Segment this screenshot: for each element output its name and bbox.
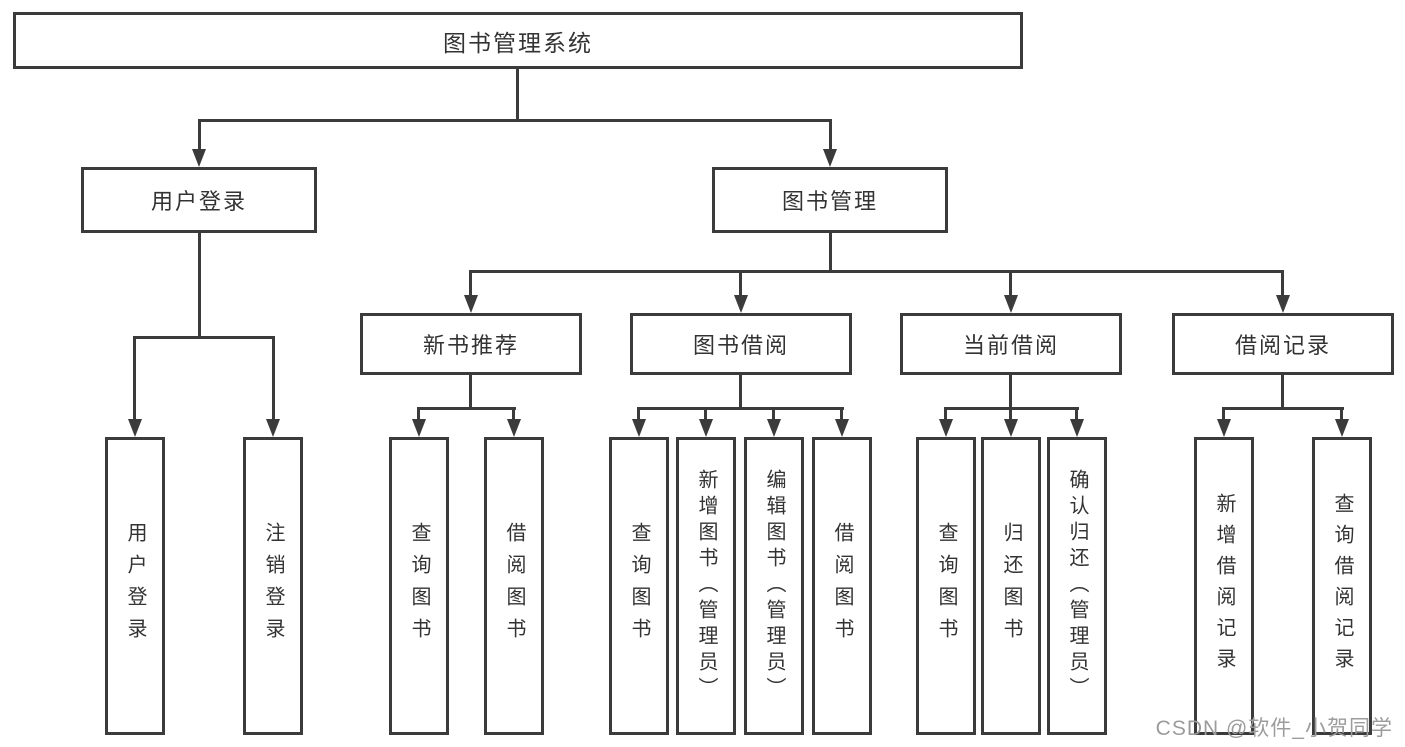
- arrowhead: [1335, 419, 1349, 437]
- connector-line: [1009, 374, 1012, 409]
- connector-line: [704, 407, 707, 422]
- connector-line: [133, 336, 136, 422]
- arrowhead: [1070, 419, 1084, 437]
- leaf-bb-borrow-books: 借阅图书: [812, 437, 872, 735]
- connector-line: [1009, 270, 1012, 298]
- node-current-borrowing: 当前借阅: [900, 313, 1122, 375]
- arrowhead: [699, 419, 713, 437]
- connector-line: [418, 407, 516, 410]
- arrowhead: [128, 419, 142, 437]
- leaf-logout: 注销登录: [243, 437, 303, 735]
- connector-line: [1281, 270, 1284, 298]
- node-label: 用户登录: [150, 189, 247, 214]
- connector-line: [469, 270, 472, 298]
- leaf-br-query-record: 查询借阅记录: [1312, 437, 1372, 735]
- leaf-cb-return-books: 归还图书: [981, 437, 1041, 735]
- connector-line: [1281, 374, 1284, 409]
- connector-line: [637, 407, 640, 422]
- connector-line: [1340, 407, 1343, 422]
- node-label: 图书管理: [781, 189, 878, 214]
- arrowhead: [767, 419, 781, 437]
- connector-line: [1222, 407, 1225, 422]
- arrowhead: [1004, 295, 1018, 313]
- connector-line: [512, 407, 515, 422]
- connector-line: [772, 407, 775, 422]
- connector-line: [516, 69, 519, 121]
- connector-line: [1222, 407, 1344, 410]
- node-book-management: 图书管理: [712, 167, 948, 233]
- connector-line: [469, 374, 472, 409]
- arrowhead: [939, 419, 953, 437]
- leaf-nb-borrow-books: 借阅图书: [484, 437, 544, 735]
- connector-line: [133, 336, 275, 339]
- connector-line: [1075, 407, 1078, 422]
- connector-line: [829, 119, 832, 152]
- connector-line: [840, 407, 843, 422]
- csdn-watermark: CSDN @软件_小贺同学: [1155, 717, 1393, 740]
- arrowhead: [192, 149, 206, 167]
- arrowhead: [1276, 295, 1290, 313]
- arrowhead: [632, 419, 646, 437]
- arrowhead: [835, 419, 849, 437]
- arrowhead: [1217, 419, 1231, 437]
- connector-line: [739, 374, 742, 409]
- connector-line: [829, 233, 832, 272]
- arrowhead: [734, 295, 748, 313]
- arrowhead: [823, 149, 837, 167]
- connector-line: [1009, 407, 1012, 422]
- connector-line: [198, 119, 832, 122]
- node-book-borrowing: 图书借阅: [630, 313, 852, 375]
- connector-line: [198, 233, 201, 338]
- connector-line: [417, 407, 420, 422]
- leaf-cb-query-books: 查询图书: [916, 437, 976, 735]
- connector-line: [944, 407, 947, 422]
- connector-line: [637, 407, 844, 410]
- node-new-book-recommend: 新书推荐: [360, 313, 582, 375]
- leaf-nb-query-books: 查询图书: [389, 437, 449, 735]
- leaf-bb-query-books: 查询图书: [609, 437, 669, 735]
- node-user-login: 用户登录: [81, 167, 317, 233]
- arrowhead: [507, 419, 521, 437]
- arrowhead: [1004, 419, 1018, 437]
- node-label: 借阅记录: [1234, 333, 1331, 358]
- leaf-bb-edit-book-admin: 编辑图书（管理员）: [744, 437, 804, 735]
- connector-line: [470, 270, 1284, 273]
- node-borrowing-records: 借阅记录: [1172, 313, 1394, 375]
- connector-line: [739, 270, 742, 298]
- arrowhead: [412, 419, 426, 437]
- connector-line: [198, 119, 201, 152]
- arrowhead: [266, 419, 280, 437]
- node-label: 图书借阅: [692, 333, 789, 358]
- leaf-bb-add-book-admin: 新增图书（管理员）: [676, 437, 736, 735]
- arrowhead: [464, 295, 478, 313]
- node-library-system: 图书管理系统: [13, 12, 1023, 69]
- node-label: 新书推荐: [422, 333, 519, 358]
- node-label: 图书管理系统: [443, 29, 593, 56]
- leaf-cb-confirm-return-admin: 确认归还（管理员）: [1047, 437, 1107, 735]
- leaf-br-add-record: 新增借阅记录: [1194, 437, 1254, 735]
- leaf-user-login: 用户登录: [105, 437, 165, 735]
- connector-line: [272, 336, 275, 422]
- node-label: 当前借阅: [962, 333, 1059, 358]
